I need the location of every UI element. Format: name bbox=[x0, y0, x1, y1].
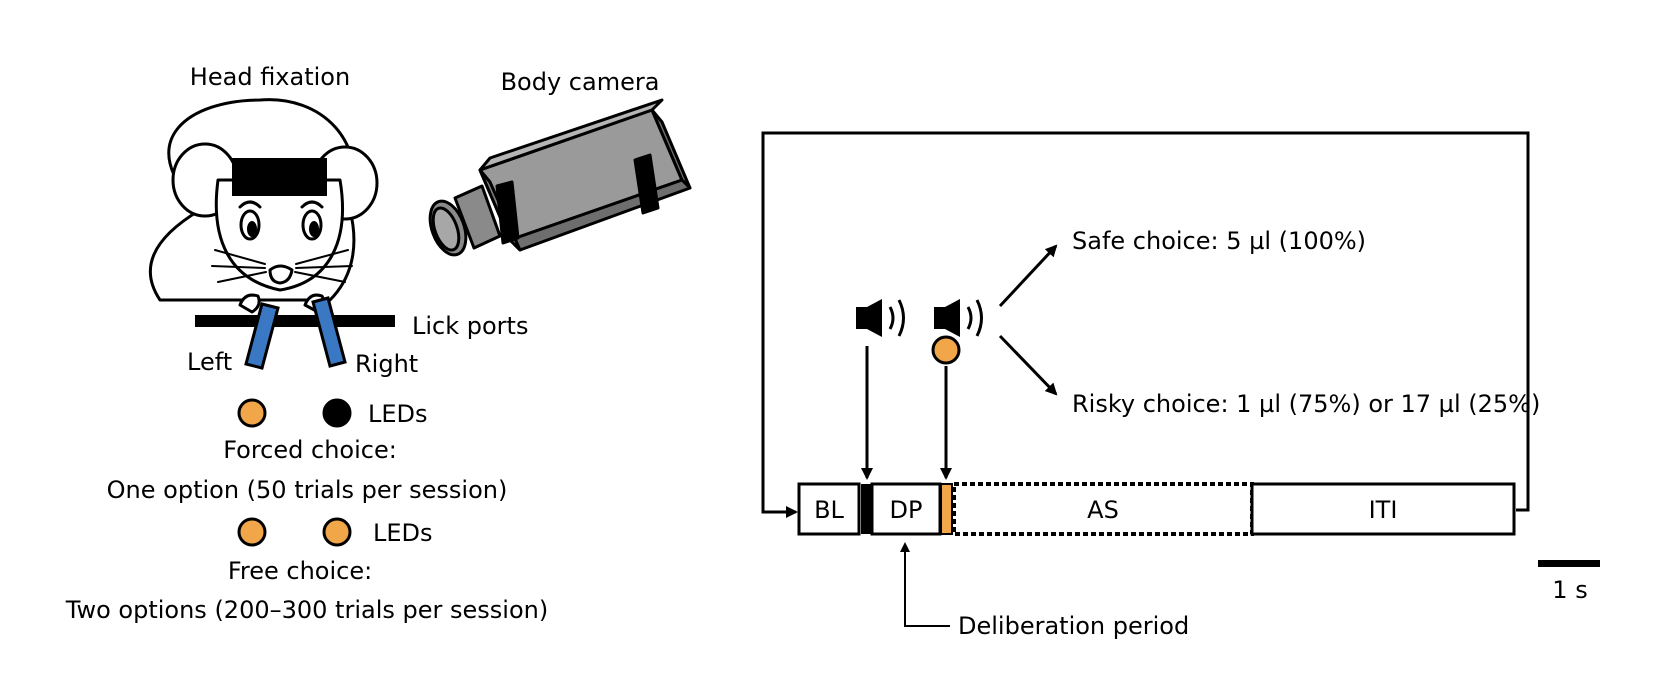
body-camera-label: Body camera bbox=[500, 68, 660, 96]
led-right-on-free bbox=[322, 517, 352, 547]
free-choice-title: Free choice: bbox=[227, 557, 373, 585]
scale-bar bbox=[1538, 560, 1600, 567]
left-port-label: Left bbox=[187, 348, 233, 376]
epoch-iti-box bbox=[1250, 482, 1516, 536]
speaker-icon bbox=[934, 299, 983, 337]
led-left-on-forced bbox=[237, 398, 267, 428]
scale-bar-label: 1 s bbox=[1552, 576, 1588, 604]
second-cue-marker bbox=[940, 483, 953, 535]
forced-choice-desc: One option (50 trials per session) bbox=[106, 476, 508, 504]
epoch-bl-box bbox=[797, 482, 861, 536]
lick-ports-label: Lick ports bbox=[412, 312, 529, 340]
led-left-on-free bbox=[237, 517, 267, 547]
free-choice-desc: Two options (200–300 trials per session) bbox=[65, 596, 549, 624]
risky-choice-label: Risky choice: 1 µl (75%) or 17 µl (25%) bbox=[1072, 390, 1541, 418]
free-leds-label: LEDs bbox=[373, 519, 433, 547]
epoch-dp-label: DP bbox=[889, 496, 923, 524]
led-right-off-forced bbox=[322, 398, 352, 428]
lick-port-left bbox=[244, 302, 280, 370]
first-cue-marker bbox=[861, 484, 872, 534]
lick-port-plate bbox=[195, 315, 395, 327]
led-cue bbox=[931, 335, 961, 365]
forced-leds-label: LEDs bbox=[368, 400, 428, 428]
safe-choice-label: Safe choice: 5 µl (100%) bbox=[1072, 227, 1367, 255]
camera-icon bbox=[428, 98, 692, 257]
head-fixation-label: Head fixation bbox=[189, 63, 351, 91]
deliberation-period-label: Deliberation period bbox=[958, 612, 1190, 640]
lick-port-right bbox=[311, 296, 347, 368]
epoch-as-label: AS bbox=[1087, 496, 1119, 524]
head-fixation-bar bbox=[232, 158, 327, 196]
epoch-iti-label: ITI bbox=[1368, 496, 1398, 524]
forced-choice-title: Forced choice: bbox=[223, 436, 397, 464]
right-port-label: Right bbox=[355, 350, 419, 378]
trial-loop-arrow bbox=[761, 131, 1530, 518]
mouse-illustration bbox=[148, 98, 379, 314]
risky-choice-arrow bbox=[998, 334, 1058, 396]
safe-choice-arrow bbox=[998, 244, 1058, 308]
epoch-bl-label: BL bbox=[814, 496, 844, 524]
deliberation-pointer bbox=[900, 542, 950, 627]
speaker-icon bbox=[856, 299, 905, 337]
